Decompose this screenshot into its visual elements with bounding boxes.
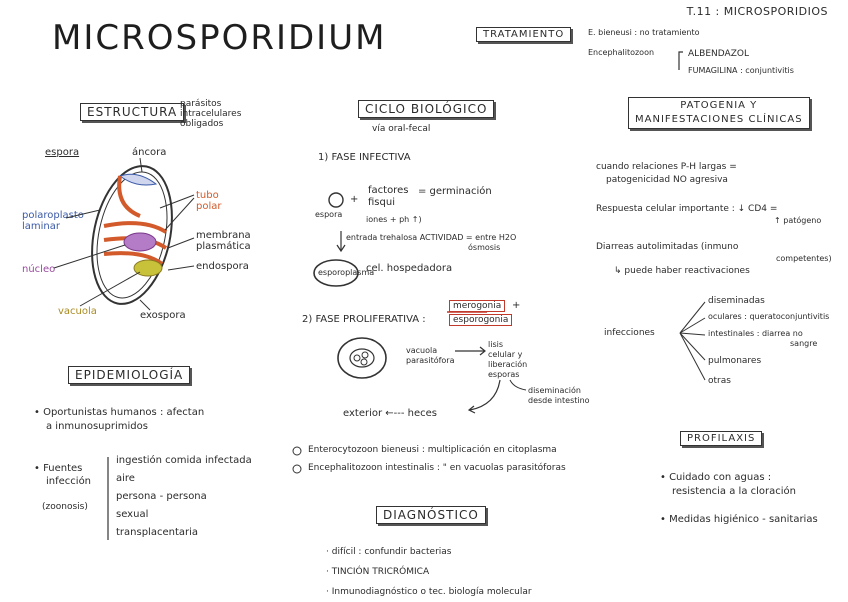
e-bieneusi-text: E. bieneusi : no tratamiento	[588, 28, 700, 37]
diagnostico-box: DIAGNÓSTICO	[376, 506, 486, 524]
iones-text: iones + ph ↑)	[366, 215, 422, 224]
ancora-label: áncora	[132, 147, 167, 158]
infecciones-text: infecciones	[604, 328, 655, 338]
profilaxis-item-1: • Cuidado con aguas :resistencia a la cl…	[660, 472, 796, 497]
patogenia-item-2: Respuesta celular importante : ↓ CD4 =↑ …	[596, 204, 822, 225]
germinacion-text: = germinación	[418, 186, 492, 197]
exterior-heces-text: exterior ←--- heces	[343, 408, 437, 419]
espora-text: espora	[315, 210, 343, 219]
esporoplasma-text: esporoplasma	[318, 268, 375, 277]
encephalitozoon-text: Encephalitozoon	[588, 48, 655, 57]
intestinalis-text: Encephalitozoon intestinalis : " en vacu…	[308, 463, 566, 473]
bieneusi-text: Enterocytozoon bieneusi : multiplicación…	[308, 445, 557, 455]
fumagilina-text: FUMAGILINA : conjuntivitis	[688, 66, 794, 75]
tratamiento-box: TRATAMIENTO	[476, 27, 572, 42]
albendazol-text: ALBENDAZOL	[688, 49, 749, 59]
plus-sign-2: +	[512, 300, 521, 311]
plus-sign: +	[350, 194, 359, 205]
epidemiologia-box: EPIDEMIOLOGÍA	[68, 366, 191, 384]
nucleo-label: núcleo	[22, 264, 56, 275]
espora-label: espora	[45, 147, 80, 158]
entrada-text: entrada trehalosa ACTIVIDAD = entre H2O	[346, 233, 517, 242]
patogenia-item-1: cuando relaciones P-H largas =patogenici…	[596, 162, 737, 185]
zoonosis-text: (zoonosis)	[42, 502, 88, 512]
osmosis-text: ósmosis	[468, 243, 501, 252]
profilaxis-box: PROFILAXIS	[680, 431, 763, 446]
ciclo-box: CICLO BIOLÓGICO	[358, 100, 495, 118]
branch-sangre: sangre	[790, 339, 818, 348]
fase1-label: 1) FASE INFECTIVA	[318, 152, 411, 163]
via-text: vía oral-fecal	[372, 124, 431, 134]
page-title: MICROSPORIDIUM	[52, 18, 387, 58]
cel-hospedadora-text: cel. hospedadora	[366, 263, 453, 274]
profilaxis-item-2: • Medidas higiénico - sanitarias	[660, 514, 818, 525]
branch-pulmonares: pulmonares	[708, 356, 762, 366]
esporogonia-box: esporogonia	[449, 314, 513, 326]
estructura-box: ESTRUCTURA	[80, 103, 185, 121]
exospora-label: exospora	[140, 310, 186, 321]
vacuola-label: vacuola	[58, 306, 97, 317]
page-label: T.11 : MICROSPORIDIOS	[686, 5, 828, 18]
diagnostico-list: · difícil : confundir bacterias · TINCIÓ…	[326, 547, 532, 597]
endospora-label: endospora	[196, 261, 249, 272]
branch-oculares: oculares : queratoconjuntivitis	[708, 312, 830, 321]
branch-intestinales: intestinales : diarrea no	[708, 329, 803, 338]
fuentes-list: ingestión comida infectada aire persona …	[116, 455, 252, 538]
branch-otras: otras	[708, 376, 731, 386]
merogonia-box: merogonia	[449, 300, 506, 312]
fase2-label: 2) FASE PROLIFERATIVA :	[302, 314, 426, 325]
branch-diseminadas: diseminadas	[708, 296, 765, 306]
